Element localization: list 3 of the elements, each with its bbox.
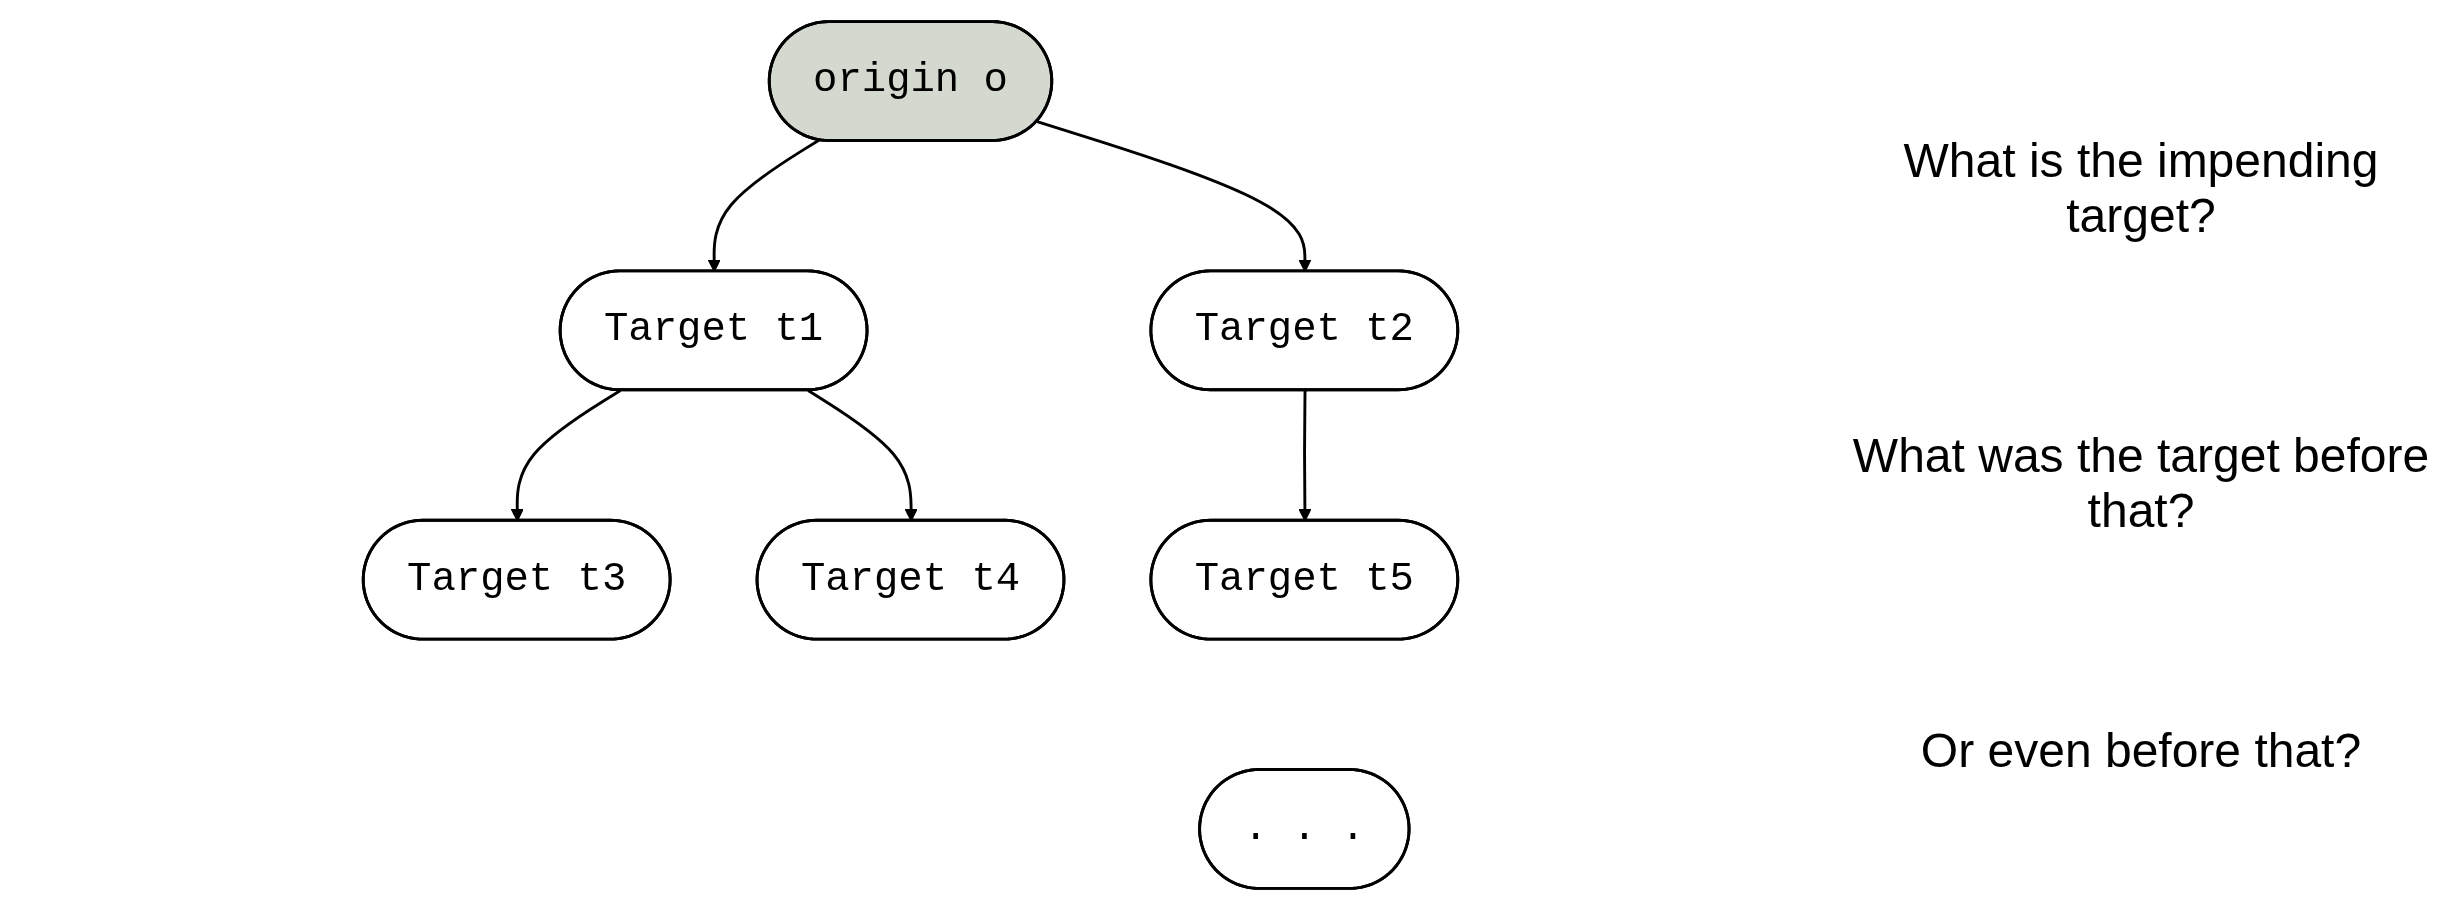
question-note: What was the target before that? (1851, 427, 2431, 538)
question-note: What is the impending target? (1902, 132, 2380, 243)
question-note: Or even before that? (1919, 722, 2363, 778)
